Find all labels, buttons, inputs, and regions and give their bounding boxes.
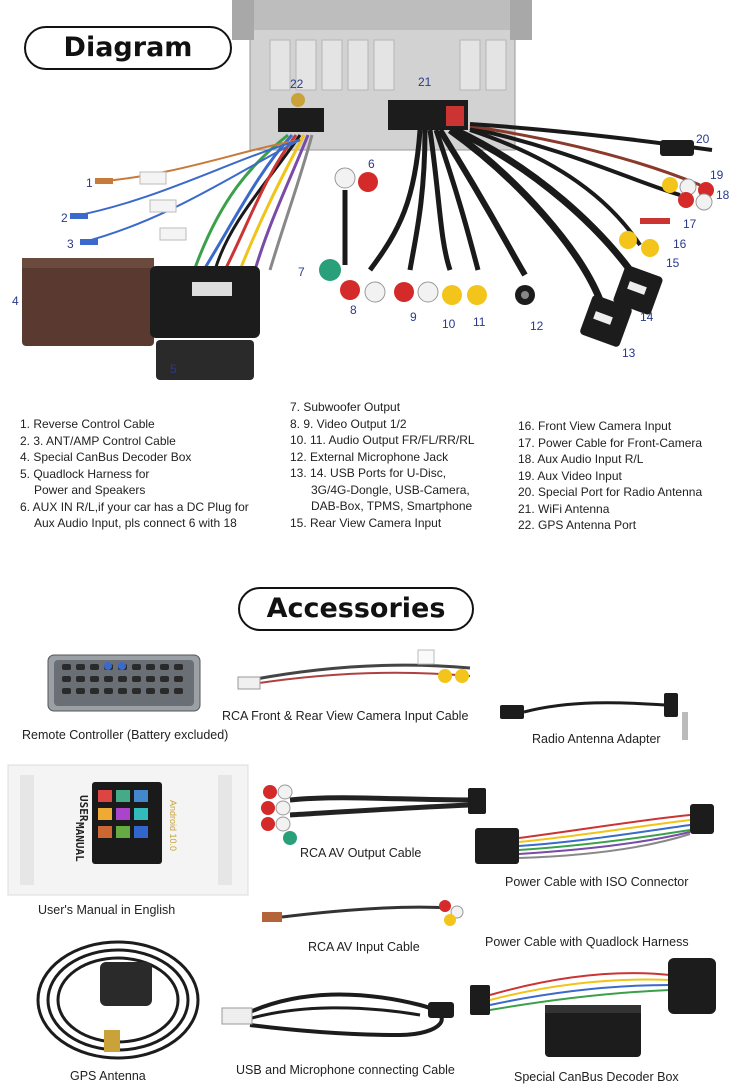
caption-rca-av-output: RCA AV Output Cable	[300, 846, 422, 860]
legend-item: 13. 14. USB Ports for U-Disc,	[290, 466, 447, 480]
callout-21: 21	[418, 75, 432, 89]
ant-amp-pin-3	[80, 239, 98, 245]
legend-item: 7. Subwoofer Output	[290, 400, 401, 414]
cable-tag	[159, 227, 187, 241]
callout-15: 15	[666, 256, 680, 270]
legend-item: 15. Rear View Camera Input	[290, 515, 442, 530]
legend-item: 4. Special CanBus Decoder Box	[20, 450, 192, 464]
callout-7: 7	[298, 265, 305, 279]
caption-canbus-box: Special CanBus Decoder Box	[514, 1070, 679, 1084]
caption-usb-mic-cable: USB and Microphone connecting Cable	[236, 1063, 455, 1077]
caption-power-quadlock: Power Cable with Quadlock Harness	[485, 935, 689, 949]
callout-3: 3	[67, 237, 74, 251]
manual-title-line2: MANUAL	[73, 822, 86, 862]
callout-9: 9	[410, 310, 417, 324]
legend-item: 17. Power Cable for Front-Camera	[518, 435, 703, 450]
callout-19: 19	[710, 168, 724, 182]
manual-brand-text: Android 10.0	[168, 800, 178, 852]
callout-17: 17	[683, 217, 697, 231]
callout-4: 4	[12, 294, 19, 308]
usb-ports	[580, 265, 663, 347]
reverse-control-pin	[95, 178, 113, 184]
callout-14: 14	[640, 310, 654, 324]
caption-radio-antenna-adapter: Radio Antenna Adapter	[532, 732, 661, 746]
legend-item: 18. Aux Audio Input R/L	[518, 452, 644, 466]
legend-item: 3G/4G-Dongle, USB-Camera,	[311, 482, 470, 497]
quadlock-power-canbus-image	[470, 958, 716, 1057]
legend-item: 21. WiFi Antenna	[518, 501, 610, 516]
caption-gps-antenna: GPS Antenna	[70, 1069, 146, 1083]
callout-16: 16	[673, 237, 687, 251]
radio-antenna-adapter-image	[500, 693, 688, 740]
wiring-diagram-illustration	[22, 0, 714, 380]
power-iso-cable-image	[475, 804, 714, 864]
legend-item: 6. AUX IN R/L,if your car has a DC Plug …	[20, 499, 249, 514]
callout-10: 10	[442, 317, 456, 331]
legend-item: 19. Aux Video Input	[518, 468, 622, 483]
manual-cover-title-2: MANUAL	[66, 822, 86, 892]
legend-item: 16. Front View Camera Input	[518, 419, 672, 433]
legend-item: 12. External Microphone Jack	[290, 449, 449, 464]
rca-connectors	[319, 126, 633, 305]
usb-mic-cable-image	[221, 992, 454, 1038]
legend-item: DAB-Box, TPMS, Smartphone	[311, 499, 473, 513]
callout-13: 13	[622, 346, 636, 360]
legend-item: 8. 9. Video Output 1/2	[290, 416, 407, 431]
user-manual-image	[7, 764, 249, 896]
rca-av-input-cable-image	[262, 900, 464, 926]
ant-amp-pin-2	[70, 213, 88, 219]
caption-rca-camera-cable: RCA Front & Rear View Camera Input Cable	[222, 709, 469, 723]
legend-item: 20. Special Port for Radio Antenna	[518, 485, 703, 499]
cable-tag	[149, 199, 177, 213]
callout-5: 5	[170, 362, 177, 376]
legend-item: 1. Reverse Control Cable	[20, 417, 155, 431]
manual-title-line1: USER	[77, 795, 90, 822]
gps-antenna-image	[36, 940, 200, 1060]
callout-6: 6	[368, 157, 375, 171]
caption-power-iso: Power Cable with ISO Connector	[505, 875, 689, 889]
legend-item: 2. 3. ANT/AMP Control Cable	[20, 433, 176, 448]
accessories-heading-text: Accessories	[266, 593, 446, 624]
rca-camera-cable-image	[237, 649, 471, 690]
manual-cover-brand: Android 10.0	[168, 800, 178, 851]
callout-8: 8	[350, 303, 357, 317]
callout-1: 1	[86, 176, 93, 190]
legend-item: 5. Quadlock Harness for	[20, 466, 150, 481]
canbus-decoder-box	[22, 258, 154, 346]
legend-item: 10. 11. Audio Output FR/FL/RR/RL	[290, 433, 475, 447]
caption-user-manual: User's Manual in English	[38, 903, 176, 917]
cable-tag	[139, 171, 167, 185]
callout-20: 20	[696, 132, 710, 146]
manual-cover-title: USER	[50, 795, 90, 865]
legend-item: 22. GPS Antenna Port	[518, 518, 637, 532]
callout-22: 22	[290, 77, 304, 91]
callout-18: 18	[716, 188, 730, 202]
diagram-heading: Diagram	[24, 26, 232, 70]
legend-column-1: 1. Reverse Control Cable 2. 3. ANT/AMP C…	[20, 416, 249, 532]
callout-2: 2	[61, 211, 68, 225]
rca-av-output-cable-image	[261, 784, 486, 845]
remote-controller-image	[47, 654, 201, 712]
harness-wires	[69, 133, 314, 276]
diagram-heading-text: Diagram	[63, 32, 193, 63]
callout-12: 12	[530, 319, 544, 333]
accessories-heading: Accessories	[238, 587, 474, 631]
caption-rca-av-input: RCA AV Input Cable	[308, 940, 420, 954]
legend-item: Aux Audio Input, pls connect 6 with 18	[34, 516, 237, 530]
camera-aux-connectors	[469, 122, 714, 257]
caption-remote-controller: Remote Controller (Battery excluded)	[22, 728, 229, 742]
legend-column-3: 16. Front View Camera Input 17. Power Ca…	[518, 418, 702, 534]
legend-column-2: 7. Subwoofer Output 8. 9. Video Output 1…	[290, 399, 475, 531]
quadlock-connector	[150, 266, 260, 380]
legend-item: Power and Speakers	[34, 483, 146, 497]
callout-11: 11	[473, 315, 486, 329]
